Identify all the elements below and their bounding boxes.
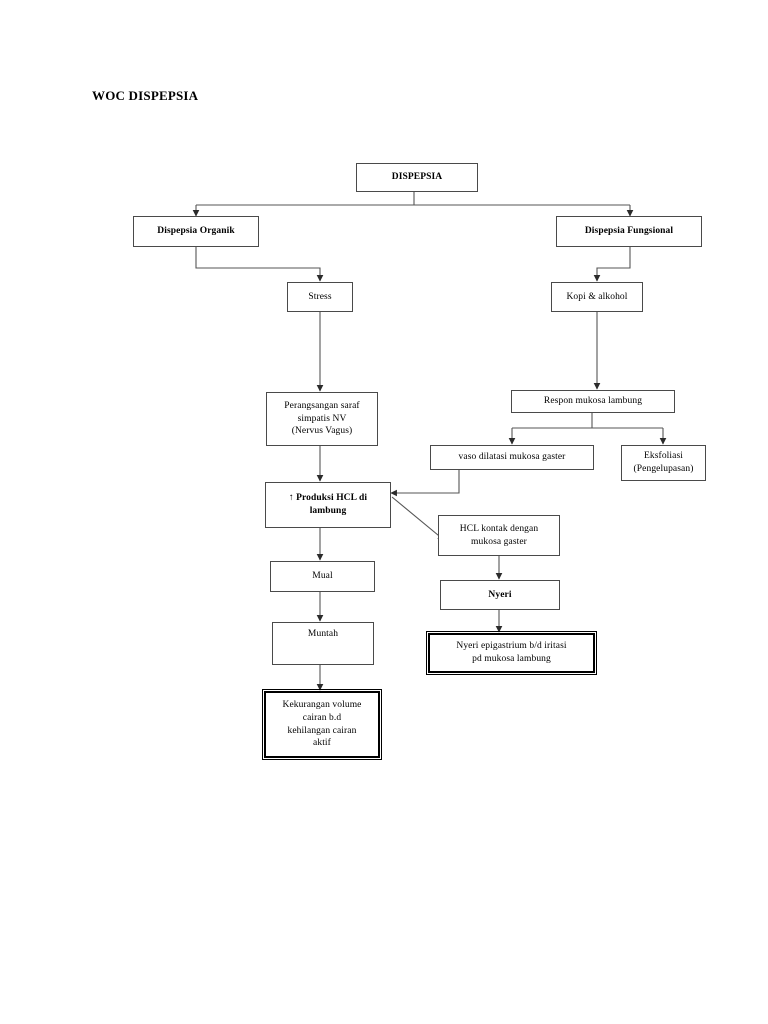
node-dx-cairan-line4: aktif [313, 738, 331, 749]
node-nyeri[interactable]: Nyeri [440, 580, 560, 610]
node-dispepsia-line1: DISPEPSIA [391, 172, 443, 183]
page-title: WOC DISPEPSIA [92, 88, 199, 103]
node-muntah-line1: Muntah [307, 629, 339, 639]
node-vaso-dilatasi-line1: vaso dilatasi mukosa gaster [458, 452, 566, 463]
node-eksfoliasi-line2: (Pengelupasan) [633, 464, 694, 474]
node-dispepsia-organik-line1: Dispepsia Organik [157, 226, 235, 237]
node-kopi-alkohol-line1: Kopi & alkohol [566, 291, 628, 302]
node-stress[interactable]: Stress [287, 282, 353, 312]
node-perangsangan-saraf-line1: Perangsangan saraf [284, 400, 360, 411]
node-dispepsia[interactable]: DISPEPSIA [356, 163, 478, 192]
node-mual-line1: Mual [312, 571, 333, 582]
node-kopi-alkohol[interactable]: Kopi & alkohol [551, 282, 643, 312]
node-hcl-kontak-line2: mukosa gaster [471, 536, 527, 547]
node-dx-cairan-line1: Kekurangan volume [282, 700, 362, 711]
node-dx-cairan-line3: kehilangan cairan [287, 725, 357, 736]
node-dx-cairan-line2: cairan b.d [302, 712, 342, 723]
node-muntah[interactable]: Muntah [272, 622, 374, 665]
node-diagnosis-kekurangan-volume-cairan[interactable]: Kekurangan volume cairan b.d kehilangan … [262, 689, 382, 760]
node-nyeri-line1: Nyeri [488, 589, 512, 600]
node-dispepsia-fungsional-line1: Dispepsia Fungsional [584, 226, 674, 237]
node-mual[interactable]: Mual [270, 561, 375, 592]
node-produksi-hcl-line2: lambung [309, 506, 347, 516]
node-hcl-kontak-mukosa-gaster[interactable]: HCL kontak dengan mukosa gaster [438, 515, 560, 556]
node-dx-nyeri-line1: Nyeri epigastrium b/d iritasi [456, 641, 567, 652]
node-produksi-hcl-line1: ↑ Produksi HCL di [288, 493, 368, 504]
node-produksi-hcl[interactable]: ↑ Produksi HCL di lambung [265, 482, 391, 528]
edge-fungsional-kopi [593, 247, 631, 282]
node-eksfoliasi[interactable]: Eksfoliasi (Pengelupasan) [621, 445, 706, 481]
node-hcl-kontak-line1: HCL kontak dengan [459, 523, 539, 534]
edge-vasodilatasi-produksi [390, 470, 460, 497]
node-stress-line1: Stress [308, 291, 332, 302]
node-dispepsia-fungsional[interactable]: Dispepsia Fungsional [556, 216, 702, 247]
node-perangsangan-saraf[interactable]: Perangsangan saraf simpatis NV (Nervus V… [266, 392, 378, 446]
node-respon-mukosa-lambung[interactable]: Respon mukosa lambung [511, 390, 675, 413]
node-dispepsia-organik[interactable]: Dispepsia Organik [133, 216, 259, 247]
node-dx-nyeri-line2: pd mukosa lambung [472, 654, 551, 664]
node-perangsangan-saraf-line3: (Nervus Vagus) [291, 426, 353, 437]
node-perangsangan-saraf-line2: simpatis NV [297, 413, 347, 424]
edge-vasodilatasi-hclkontak [391, 496, 445, 541]
edge-organik-stress [195, 247, 324, 282]
node-respon-mukosa-lambung-line1: Respon mukosa lambung [543, 396, 643, 407]
node-vaso-dilatasi-mukosa-gaster[interactable]: vaso dilatasi mukosa gaster [430, 445, 594, 470]
node-eksfoliasi-line1: Eksfoliasi [644, 451, 683, 462]
node-diagnosis-nyeri-epigastrium[interactable]: Nyeri epigastrium b/d iritasi pd mukosa … [426, 631, 597, 675]
